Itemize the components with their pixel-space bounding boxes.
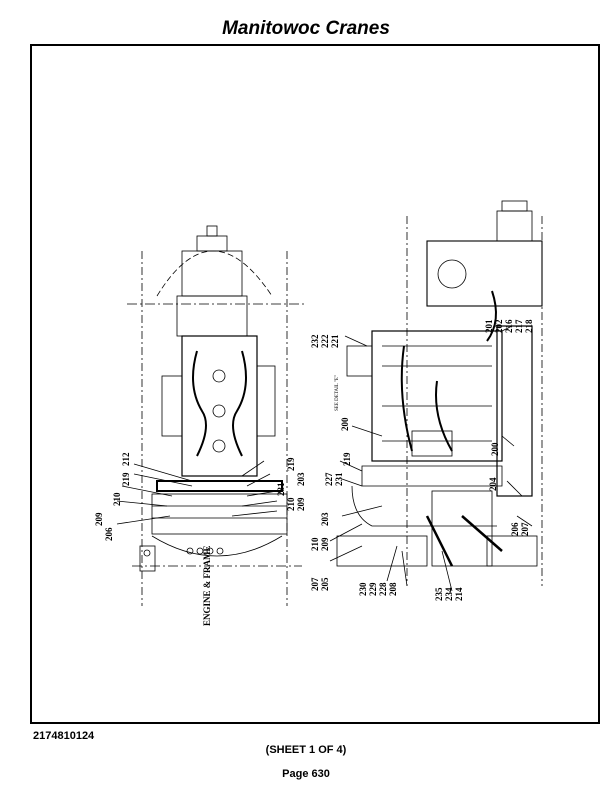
- sheet-label: (SHEET 1 OF 4): [265, 744, 347, 756]
- callout: 217: [514, 319, 524, 333]
- callout: 230: [358, 582, 368, 596]
- page-number: Page 630: [282, 768, 330, 780]
- callout: 200: [340, 417, 350, 431]
- callout: 210: [112, 492, 122, 506]
- callout: 231: [276, 482, 286, 496]
- callout: 227: [324, 472, 334, 486]
- callout: 219: [342, 452, 352, 466]
- callout: 216: [504, 319, 514, 333]
- left-engine-view: [116, 225, 307, 606]
- page-title: Manitowoc Cranes: [222, 18, 390, 39]
- callout: 229: [368, 582, 378, 596]
- callout: 235: [434, 587, 444, 601]
- left-view-label: ENGINE & FRAME: [202, 546, 212, 627]
- callout: 231: [334, 472, 344, 486]
- callout: 209: [296, 497, 306, 511]
- callout: 203: [320, 512, 330, 526]
- callout: 232: [310, 334, 320, 348]
- callout: 219: [121, 472, 131, 486]
- callout: 200: [490, 442, 500, 456]
- callout: 210: [310, 537, 320, 551]
- callout: 202: [494, 319, 504, 333]
- detail-label: SEE DETAIL "E": [335, 375, 340, 411]
- callout: 204: [488, 477, 498, 491]
- callout: 205: [320, 577, 330, 591]
- callout: 209: [94, 512, 104, 526]
- callout: 214: [454, 587, 464, 601]
- callout: 219: [286, 457, 296, 471]
- callout: 203: [296, 472, 306, 486]
- right-side-view: [329, 200, 543, 592]
- drawing-frame: 212 219 210 209 206 219 203 231 210 209 …: [30, 44, 600, 724]
- callout: 210: [286, 497, 296, 511]
- callout: 234: [444, 587, 454, 601]
- callout: 228: [378, 582, 388, 596]
- callout: 206: [510, 522, 520, 536]
- callout: 208: [388, 582, 398, 596]
- callout: 209: [320, 537, 330, 551]
- part-number: 2174810124: [33, 730, 95, 742]
- callout: 206: [104, 527, 114, 541]
- left-callouts: 212 219 210 209 206 219 203 231 210 209 …: [94, 452, 306, 626]
- callout: 222: [320, 334, 330, 348]
- callout: 207: [520, 522, 530, 536]
- right-callouts: 232 222 221 SEE DETAIL "E" 200 219 227 2…: [310, 319, 534, 601]
- callout: 221: [330, 334, 340, 348]
- callout: 212: [121, 452, 131, 466]
- callout: 207: [310, 577, 320, 591]
- engine-frame-drawing: 212 219 210 209 206 219 203 231 210 209 …: [94, 200, 543, 626]
- callout: 201: [484, 319, 494, 333]
- callout: 218: [524, 319, 534, 333]
